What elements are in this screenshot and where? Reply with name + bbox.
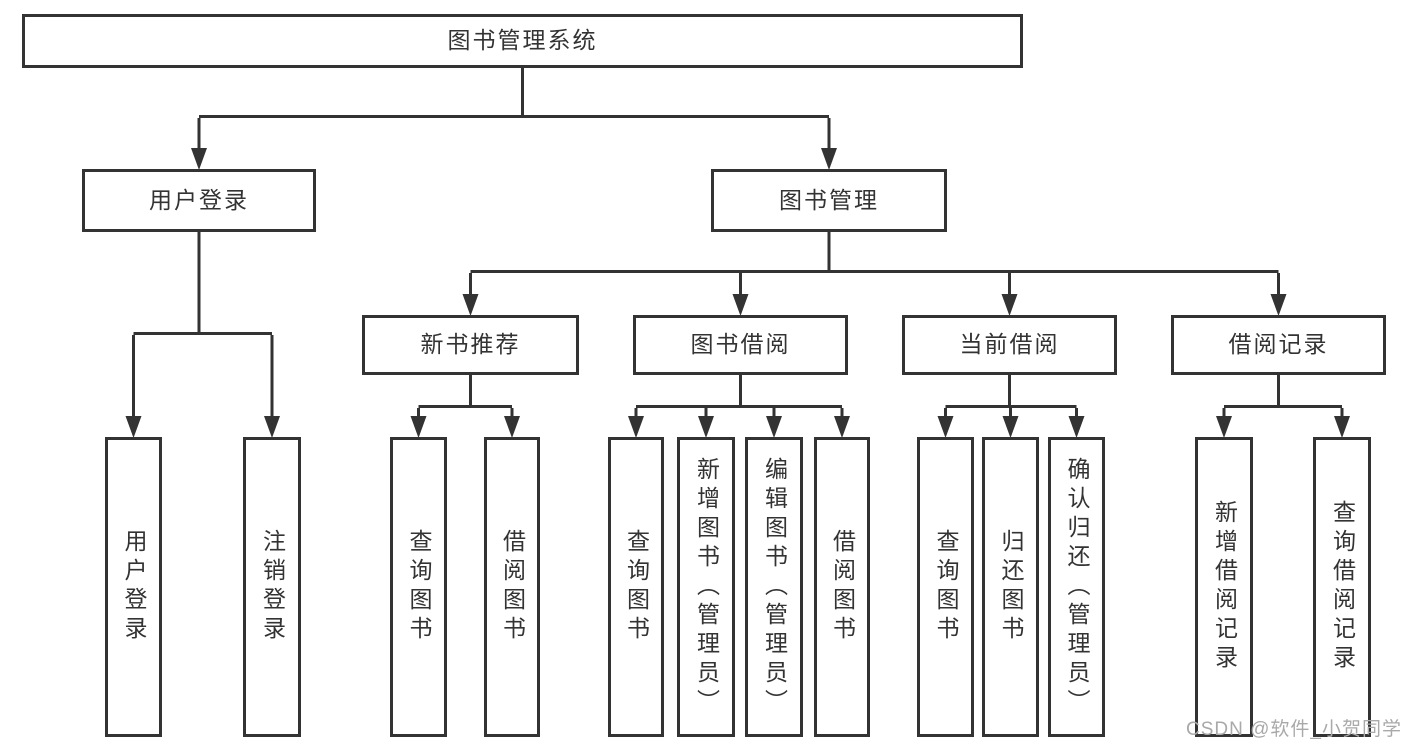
diagram-node-lf-nb-query: 查询图书 — [390, 437, 447, 737]
arrowhead-icon — [732, 294, 749, 316]
connector-book-mgmt — [462, 232, 1287, 316]
diagram-node-lf-bb-add: 新增图书（管理员） — [677, 437, 735, 737]
node-label-lf-bb-borrow: 借阅图书 — [829, 529, 856, 645]
node-label-lf-nb-borrow: 借阅图书 — [499, 529, 526, 645]
connector-new-book-rec — [410, 375, 520, 438]
diagram-node-lf-cb-confirm: 确认归还（管理员） — [1048, 437, 1105, 737]
node-label-lf-br-query: 查询借阅记录 — [1329, 500, 1356, 674]
arrowhead-icon — [766, 416, 782, 438]
node-label-lf-bb-add: 新增图书（管理员） — [693, 456, 720, 718]
node-label-lf-br-add: 新增借阅记录 — [1211, 500, 1238, 674]
arrowhead-icon — [410, 416, 427, 438]
node-label-lf-bb-query: 查询图书 — [623, 529, 650, 645]
node-label-lf-nb-query: 查询图书 — [406, 529, 432, 645]
arrowhead-icon — [1334, 416, 1350, 438]
diagram-node-lf-logout: 注销登录 — [243, 437, 301, 737]
connector-current-borrow — [937, 375, 1085, 438]
node-label-borrow-records: 借阅记录 — [1228, 331, 1329, 358]
arrowhead-icon — [191, 148, 207, 170]
arrowhead-icon — [821, 148, 837, 170]
node-label-current-borrow: 当前借阅 — [959, 331, 1060, 358]
arrowhead-icon — [698, 416, 714, 438]
node-label-book-mgmt: 图书管理 — [779, 186, 879, 213]
diagram-node-lf-bb-query: 查询图书 — [608, 437, 664, 737]
diagram-node-user-login: 用户登录 — [82, 169, 316, 232]
node-label-lf-cb-confirm: 确认归还（管理员） — [1064, 456, 1090, 718]
diagram-node-lf-bb-borrow: 借阅图书 — [814, 437, 870, 737]
arrowhead-icon — [462, 294, 479, 316]
arrowhead-icon — [504, 416, 520, 438]
connector-root — [191, 68, 837, 170]
diagram-node-current-borrow: 当前借阅 — [902, 315, 1117, 375]
arrowhead-icon — [1001, 294, 1018, 316]
arrowhead-icon — [937, 416, 954, 438]
node-label-book-borrow: 图书借阅 — [690, 331, 791, 358]
diagram-node-lf-cb-query: 查询图书 — [917, 437, 974, 737]
arrowhead-icon — [834, 416, 850, 438]
connector-borrow-records — [1216, 375, 1350, 438]
diagram-node-lf-br-query: 查询借阅记录 — [1313, 437, 1371, 737]
diagram-node-lf-nb-borrow: 借阅图书 — [484, 437, 540, 737]
diagram-node-lf-login: 用户登录 — [105, 437, 162, 737]
connector-user-login — [125, 232, 280, 438]
arrowhead-icon — [1270, 294, 1287, 316]
node-label-lf-cb-return: 归还图书 — [998, 529, 1024, 645]
diagram-node-borrow-records: 借阅记录 — [1171, 315, 1386, 375]
node-label-new-book-rec: 新书推荐 — [420, 331, 521, 358]
diagram-node-new-book-rec: 新书推荐 — [362, 315, 579, 375]
diagram-node-lf-bb-edit: 编辑图书（管理员） — [745, 437, 803, 737]
diagram-node-root: 图书管理系统 — [22, 14, 1023, 68]
node-label-user-login: 用户登录 — [149, 186, 249, 213]
diagram-node-book-mgmt: 图书管理 — [711, 169, 947, 232]
diagram-node-lf-br-add: 新增借阅记录 — [1195, 437, 1253, 737]
arrowhead-icon — [1068, 416, 1085, 438]
arrowhead-icon — [1216, 416, 1232, 438]
arrowhead-icon — [1002, 416, 1019, 438]
arrowhead-icon — [264, 416, 280, 438]
node-label-lf-logout: 注销登录 — [259, 529, 286, 645]
node-label-lf-cb-query: 查询图书 — [933, 529, 959, 645]
node-label-lf-login: 用户登录 — [121, 529, 147, 645]
arrowhead-icon — [628, 416, 644, 438]
arrowhead-icon — [125, 416, 142, 438]
connector-book-borrow — [628, 375, 850, 438]
diagram-node-book-borrow: 图书借阅 — [633, 315, 848, 375]
watermark: CSDN @软件_小贺同学 — [1186, 719, 1402, 740]
node-label-root: 图书管理系统 — [447, 27, 598, 54]
diagram-node-lf-cb-return: 归还图书 — [982, 437, 1039, 737]
node-label-lf-bb-edit: 编辑图书（管理员） — [761, 456, 788, 718]
